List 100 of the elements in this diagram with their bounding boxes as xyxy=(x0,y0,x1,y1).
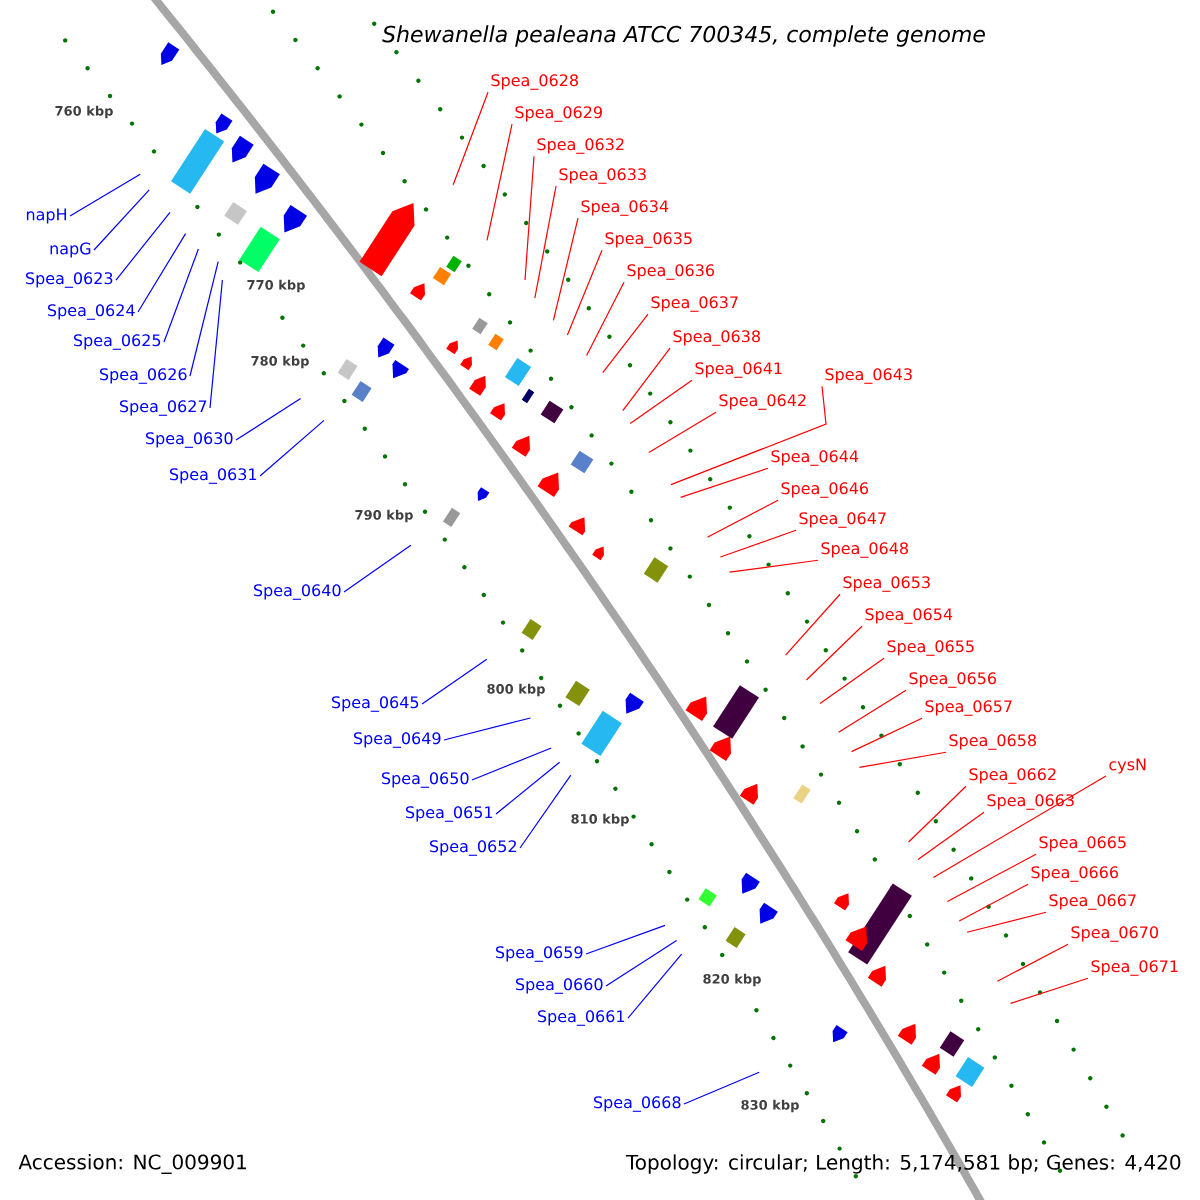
gene-label: Spea_0641 xyxy=(695,362,782,378)
gene-label: Spea_0627 xyxy=(120,400,207,416)
gene-label: napH xyxy=(26,208,66,224)
leader-line xyxy=(486,123,513,241)
leader-line xyxy=(706,499,779,538)
genome-info-text: Topology: circular; Length: 5,174,581 bp; Genes: 4,420 xyxy=(625,1154,1181,1174)
gene-label: Spea_0645 xyxy=(332,696,419,712)
leader-line xyxy=(996,943,1069,982)
leader-line xyxy=(958,883,1029,922)
gene-label: Spea_0671 xyxy=(1091,960,1178,976)
gene-label: Spea_0637 xyxy=(651,296,738,312)
gene-label: Spea_0628 xyxy=(491,74,578,90)
leader-line xyxy=(908,785,967,843)
leader-line xyxy=(471,747,552,781)
gene-label: Spea_0623 xyxy=(26,272,113,288)
gene-label: Spea_0662 xyxy=(969,768,1056,784)
gene-label: Spea_0644 xyxy=(771,450,859,466)
leader-line xyxy=(586,281,625,356)
leader-line xyxy=(602,313,649,374)
gene-label: Spea_0667 xyxy=(1049,894,1136,910)
leader-line xyxy=(343,544,412,593)
gene-label: Spea_0646 xyxy=(781,482,869,498)
gene-label: Spea_0649 xyxy=(354,732,441,748)
gene-label: Spea_0665 xyxy=(1039,836,1126,852)
gene-label: Spea_0654 xyxy=(865,608,953,624)
leader-line xyxy=(552,217,579,321)
leader-line xyxy=(838,689,907,733)
gene-label: Spea_0626 xyxy=(100,368,187,384)
leader-line xyxy=(851,717,923,753)
gene-label: Spea_0635 xyxy=(605,232,692,248)
gene-label: Spea_0666 xyxy=(1031,866,1119,882)
leader-line xyxy=(452,91,489,186)
gene-label: Spea_0630 xyxy=(146,432,233,448)
gene-label: Spea_0640 xyxy=(254,584,341,600)
leader-line xyxy=(858,751,947,768)
leader-line xyxy=(605,940,678,987)
gene-label: napG xyxy=(50,242,91,258)
gene-label: Spea_0658 xyxy=(949,734,1036,750)
leader-line xyxy=(680,467,769,498)
leader-line xyxy=(566,249,603,336)
title: Shewanella pealeana ATCC 700345, complete genome xyxy=(380,23,988,49)
leader-line xyxy=(137,233,187,313)
leader-line xyxy=(670,385,827,486)
leader-line xyxy=(524,155,535,281)
leader-line xyxy=(495,761,561,815)
leader-line xyxy=(534,185,557,299)
leader-line xyxy=(966,911,1047,933)
gene-label: Spea_0656 xyxy=(909,672,997,688)
leader-line xyxy=(629,379,693,425)
leader-line xyxy=(1010,977,1089,1004)
leader-line xyxy=(189,261,219,377)
leader-line xyxy=(729,559,819,573)
leader-line xyxy=(785,593,841,656)
leader-line xyxy=(719,529,797,558)
leader-line xyxy=(443,717,531,741)
gene-label: Spea_0650 xyxy=(382,772,469,788)
gene-label: Spea_0652 xyxy=(430,840,516,856)
gene-label: Spea_0634 xyxy=(581,200,669,216)
leader-line xyxy=(946,853,1037,902)
gene-label: Spea_0632 xyxy=(537,138,624,154)
leader-line xyxy=(209,279,223,409)
leader-line xyxy=(235,398,302,441)
gene-label: Spea_0653 xyxy=(843,576,930,592)
leader-line xyxy=(805,625,863,681)
leader-line xyxy=(917,811,985,860)
leader-line xyxy=(93,189,150,251)
gene-label: Spea_0659 xyxy=(496,946,583,962)
accession-text: Accession: NC_009901 xyxy=(18,1154,246,1174)
leader-line xyxy=(819,657,885,705)
gene-label: Spea_0668 xyxy=(594,1096,681,1112)
leader-line xyxy=(622,347,671,412)
leader-line xyxy=(585,924,666,955)
leader-line xyxy=(115,211,171,281)
gene-label: Spea_0655 xyxy=(887,640,974,656)
gene-label: cysN xyxy=(1109,758,1146,774)
leader-line xyxy=(421,658,488,705)
gene-label: Spea_0631 xyxy=(170,468,257,484)
leader-line xyxy=(163,248,199,343)
gene-label: Spea_0636 xyxy=(627,264,715,280)
gene-label: Spea_0648 xyxy=(821,542,908,558)
gene-label: Spea_0633 xyxy=(559,168,646,184)
leader-line xyxy=(69,173,141,217)
gene-label: Spea_0660 xyxy=(516,978,603,994)
gene-label: Spea_0661 xyxy=(538,1010,625,1026)
leader-line xyxy=(648,411,717,453)
leader-line xyxy=(519,774,572,849)
gene-label: Spea_0638 xyxy=(673,330,760,346)
gene-label: Spea_0629 xyxy=(515,106,602,122)
gene-label: Spea_0625 xyxy=(74,334,161,350)
gene-label: Spea_0642 xyxy=(719,394,806,410)
leader-line xyxy=(259,419,325,477)
gene-label: Spea_0647 xyxy=(799,512,886,528)
gene-label: Spea_0651 xyxy=(406,806,493,822)
leader-line xyxy=(932,775,1107,878)
gene-label: Spea_0670 xyxy=(1071,926,1159,942)
gene-label: Spea_0624 xyxy=(48,304,135,320)
gene-label: Spea_0657 xyxy=(925,700,1012,716)
leader-line xyxy=(683,1071,760,1105)
leader-line xyxy=(627,953,683,1019)
gene-label: Spea_0643 xyxy=(825,368,912,384)
